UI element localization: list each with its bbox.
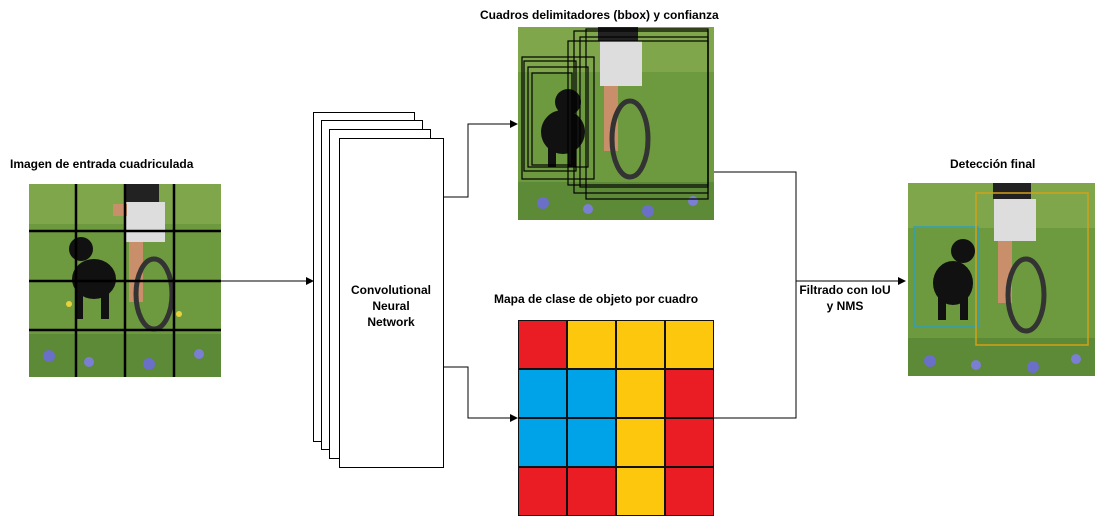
- cnn-to-bbox-arrow: [444, 120, 518, 198]
- final-bike-bounding-box: [975, 192, 1089, 346]
- filter-label-line-1: Filtrado con IoU: [799, 283, 891, 297]
- class-cell-red: [665, 369, 714, 418]
- class-cell-blue: [567, 369, 616, 418]
- final-detection-title: Detección final: [950, 157, 1036, 171]
- class-cell-yellow: [567, 320, 616, 369]
- class-cell-yellow: [616, 320, 665, 369]
- class-cell-yellow: [616, 467, 665, 516]
- class-map-grid: [518, 320, 714, 516]
- bbox-image-title: Cuadros delimitadores (bbox) y confianza: [480, 8, 719, 22]
- final-dog-bounding-box: [913, 226, 979, 328]
- class-cell-blue: [567, 418, 616, 467]
- input-grid-image: [29, 184, 221, 377]
- cnn-label-line-3: Network: [367, 315, 415, 329]
- cnn-layer-sheet: [339, 138, 444, 468]
- class-cell-red: [567, 467, 616, 516]
- class-cell-blue: [518, 369, 567, 418]
- class-map-title: Mapa de clase de objeto por cuadro: [494, 292, 699, 306]
- class-cell-blue: [518, 418, 567, 467]
- cnn-label-line-1: Convolutional: [351, 283, 431, 297]
- class-cell-red: [518, 320, 567, 369]
- classmap-to-merge-line: [714, 281, 797, 419]
- class-cell-yellow: [616, 369, 665, 418]
- bbox-to-merge-line: [714, 171, 797, 281]
- cnn-label-line-2: Neural: [372, 299, 410, 313]
- filter-label-line-2: y NMS: [826, 299, 864, 313]
- class-cell-yellow: [616, 418, 665, 467]
- cnn-to-classmap-arrow: [444, 366, 518, 422]
- iou-nms-filter-label: Filtrado con IoU y NMS: [795, 282, 895, 314]
- final-detection-image: [908, 183, 1095, 376]
- class-cell-yellow: [665, 320, 714, 369]
- class-cell-red: [665, 418, 714, 467]
- bbox-confidence-image: [518, 27, 714, 220]
- input-image-title: Imagen de entrada cuadriculada: [10, 157, 194, 171]
- class-cell-red: [518, 467, 567, 516]
- cnn-label: Convolutional Neural Network: [339, 282, 443, 330]
- class-cell-red: [665, 467, 714, 516]
